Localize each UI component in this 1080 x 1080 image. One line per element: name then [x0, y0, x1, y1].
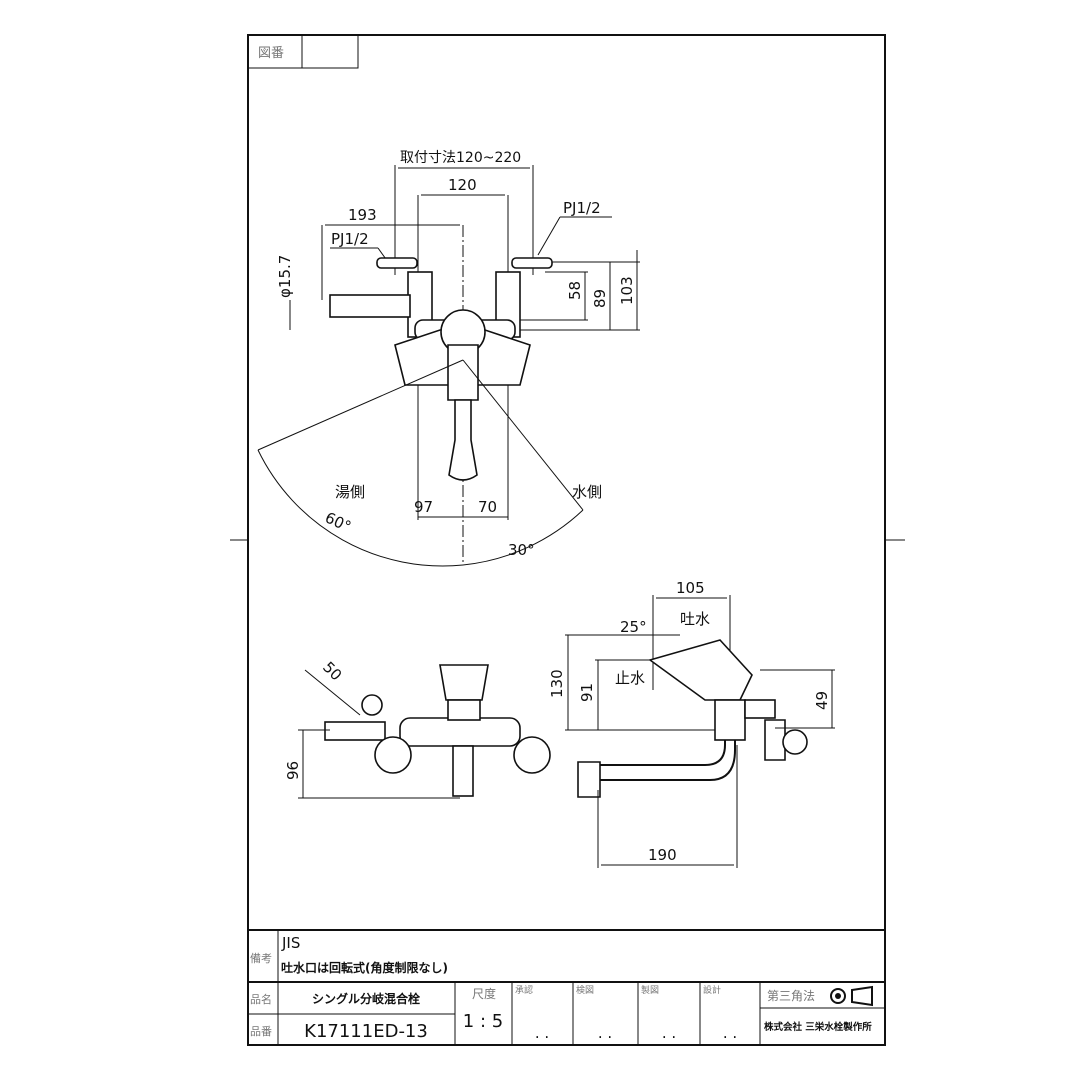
spout-on-label: 吐水	[680, 610, 710, 628]
faucet-top-body	[329, 257, 553, 481]
angle-25-label: 25°	[620, 618, 647, 636]
design-date-label: . .	[723, 1024, 737, 1042]
dim-70-label: 70	[478, 498, 497, 516]
angle-60-label: 60°	[322, 508, 354, 536]
dim-50-label: 50	[319, 658, 345, 684]
product-name: シングル分岐混合栓	[312, 991, 420, 1006]
dim-97-label: 97	[414, 498, 433, 516]
dim-91-label: 91	[578, 683, 596, 702]
pj-left-label: PJ1/2	[331, 230, 369, 248]
dim-96-label: 96	[284, 761, 302, 780]
scale-value: 1 : 5	[463, 1011, 503, 1032]
dim-49-label: 49	[813, 691, 831, 710]
dim-193-label: 193	[348, 206, 377, 224]
draw-label-label: 製図	[641, 984, 659, 996]
hot-side-label: 湯側	[335, 483, 365, 501]
cold-side-label: 水側	[572, 483, 602, 501]
pj-right-label: PJ1/2	[563, 199, 601, 217]
scale-label-label: 尺度	[472, 986, 496, 1001]
remarks-note: 吐水口は回転式(角度制限なし)	[281, 960, 448, 975]
dim-190-label: 190	[648, 846, 677, 864]
name-label-label: 品名	[250, 992, 272, 1006]
projection-label: 第三角法	[767, 989, 815, 1003]
angle-30-label: 30°	[508, 541, 535, 559]
dia-label: φ15.7	[276, 255, 294, 298]
title-block: 備考 JIS 吐水口は回転式(角度制限なし) 品名 シングル分岐混合栓 品番 K…	[248, 929, 885, 1045]
remarks-standard: JIS	[281, 934, 300, 952]
dim-103-label: 103	[618, 276, 636, 305]
drawing-number-box: 図番	[247, 34, 359, 69]
dim-58-label: 58	[566, 281, 584, 300]
top-view: 取付寸法120~220 120 193 PJ1/2 PJ1/2 φ15.7 58…	[257, 150, 640, 567]
company-name: 株式会社 三栄水栓製作所	[764, 1021, 872, 1033]
mount-range-dim: 取付寸法120~220	[400, 150, 521, 166]
approve-date-label: . .	[535, 1024, 549, 1042]
spout-off-label: 止水	[615, 669, 645, 687]
check-label-label: 検図	[576, 984, 594, 996]
dim-120-label: 120	[448, 176, 477, 194]
check-date-label: . .	[598, 1024, 612, 1042]
third-angle-projection-icon	[830, 985, 873, 1007]
front-view: 50 96	[284, 658, 551, 799]
design-label-label: 設計	[703, 984, 721, 996]
dim-89-label: 89	[591, 289, 609, 308]
number-label-label: 品番	[250, 1025, 272, 1038]
dim-130-label: 130	[548, 669, 566, 698]
approve-label-label: 承認	[515, 984, 533, 996]
draw-date-label: . .	[662, 1024, 676, 1042]
drawing-number-label-label: 図番	[258, 46, 284, 61]
remarks-label-label: 備考	[250, 952, 272, 965]
dim-105-label: 105	[676, 579, 705, 597]
side-view: 105 25° 吐水 止水 130 91 49 190	[548, 579, 835, 868]
product-number: K17111ED-13	[304, 1021, 428, 1042]
